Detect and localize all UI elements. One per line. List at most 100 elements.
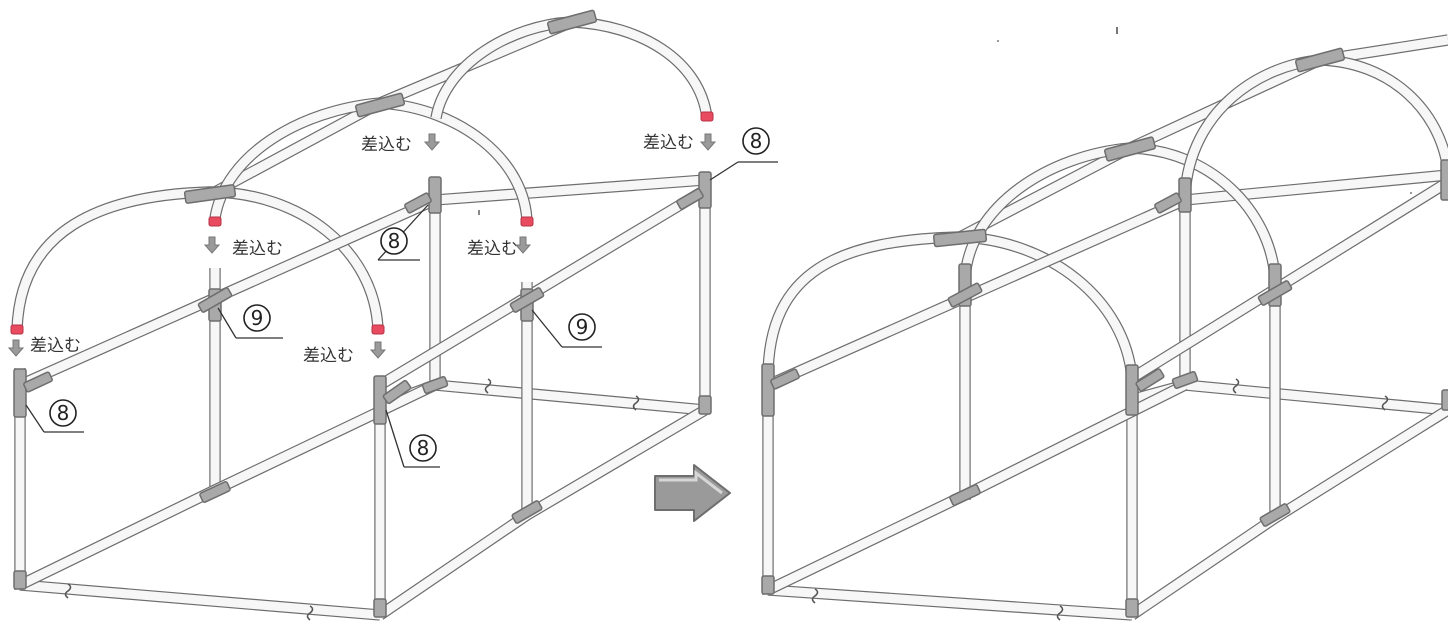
red-insert-cap: [208, 216, 222, 227]
pipe-joint: [676, 188, 704, 210]
pipe: [434, 379, 706, 416]
right-arrow-icon: [654, 464, 731, 522]
callout-number: 9: [576, 315, 589, 339]
cord-hook: [1056, 605, 1064, 621]
pipe-joint: [428, 176, 442, 214]
down-arrow-icon: [369, 341, 387, 359]
pipe-joint: [1125, 598, 1139, 618]
right-frame-pipes: [762, 34, 1448, 621]
insert-label-6: 差込む: [643, 133, 694, 153]
svg-text:差込む: 差込む: [361, 135, 412, 155]
down-arrow-icon: [7, 339, 25, 357]
down-arrow-icon: [514, 236, 532, 254]
pipe-joint: [1103, 136, 1157, 162]
pipe-joint: [404, 192, 432, 214]
left-frame-joints: [13, 9, 712, 618]
pipe-joint: [1257, 280, 1293, 306]
pipe-joint: [932, 228, 988, 248]
pipe-joint: [1441, 389, 1448, 411]
callout-circle: [742, 127, 770, 155]
callout-circle: [49, 399, 77, 427]
red-insert-cap: [520, 216, 534, 227]
pipe: [1128, 177, 1448, 383]
pipe: [1184, 169, 1448, 206]
pipe-joint: [183, 184, 237, 204]
leader-line: [531, 309, 563, 348]
scan-specks: [478, 27, 1412, 215]
pipe-joint: [770, 368, 800, 390]
pipe: [19, 579, 381, 621]
leader-line: [217, 307, 237, 339]
part-callout: 8: [377, 204, 429, 261]
pipe: [434, 174, 706, 206]
pipe-joint: [13, 570, 27, 590]
pipe-joint: [197, 287, 233, 313]
cord-hook: [811, 588, 819, 604]
callout-circle: [380, 227, 408, 255]
callout-number: 8: [417, 436, 430, 460]
cord-hook: [306, 605, 314, 621]
pipe: [430, 16, 713, 120]
pipe-joint: [546, 9, 598, 35]
leader-line: [709, 161, 739, 181]
pipe-joint: [1125, 364, 1139, 416]
pipe-joint: [949, 484, 981, 506]
callout-number: 8: [388, 229, 401, 253]
leader-line: [385, 409, 405, 468]
part-callout: 9: [217, 304, 283, 339]
pipe-joint: [698, 171, 712, 209]
callout-number: 8: [57, 401, 70, 425]
pipe-joint: [23, 371, 53, 393]
pipe-joint: [1171, 371, 1199, 389]
cord-hook: [1381, 395, 1389, 411]
callout-circle: [568, 313, 596, 341]
pipe-joint: [511, 500, 543, 524]
leader-line: [25, 404, 45, 433]
pipe-joint: [1259, 503, 1291, 527]
pipe-joint: [1178, 177, 1192, 213]
part-callout: 9: [531, 309, 602, 348]
pipe-joint: [382, 379, 412, 405]
right-frame-joints: [761, 47, 1448, 618]
pipe: [1184, 379, 1448, 416]
red-insert-cap: [10, 324, 24, 335]
pipe-joint: [761, 575, 775, 595]
part-callout: 8: [25, 399, 84, 433]
pipe: [767, 584, 1133, 621]
pipe-joint: [354, 92, 406, 118]
svg-text:差込む: 差込む: [643, 133, 694, 153]
pipe-joint: [1294, 47, 1346, 73]
callout-circle: [243, 304, 271, 332]
cord-hook: [484, 378, 492, 394]
red-insert-cap: [371, 324, 385, 335]
pipe-joint: [761, 363, 775, 417]
pipe-joint: [947, 282, 983, 308]
callout-number: 9: [251, 306, 264, 330]
insert-label-5: 差込む: [303, 346, 354, 366]
insert-label-2: 差込む: [232, 239, 283, 259]
pipe-joint: [698, 395, 712, 415]
cord-hook: [1232, 378, 1240, 394]
pipe-joint: [199, 481, 231, 503]
insert-label-3: 差込む: [361, 135, 412, 155]
svg-text:差込む: 差込む: [30, 336, 81, 356]
callout-number: 8: [750, 129, 763, 153]
red-insert-caps: [10, 111, 714, 335]
callout-circle: [409, 434, 437, 462]
insert-label-1: 差込む: [30, 336, 81, 356]
pipe: [377, 185, 708, 390]
cord-hook: [64, 583, 72, 599]
svg-text:差込む: 差込む: [467, 239, 518, 259]
down-arrow-icon: [699, 133, 717, 151]
insert-label-4: 差込む: [467, 239, 518, 259]
pipe-joint: [13, 368, 27, 418]
down-arrow-icon: [203, 236, 221, 254]
pipe-joint: [373, 598, 387, 618]
part-callout: 8: [709, 127, 778, 181]
cord-hook: [632, 395, 640, 411]
red-insert-cap: [700, 111, 714, 122]
svg-text:差込む: 差込む: [232, 239, 283, 259]
part-callout: 8: [385, 409, 440, 468]
svg-text:差込む: 差込む: [303, 346, 354, 366]
